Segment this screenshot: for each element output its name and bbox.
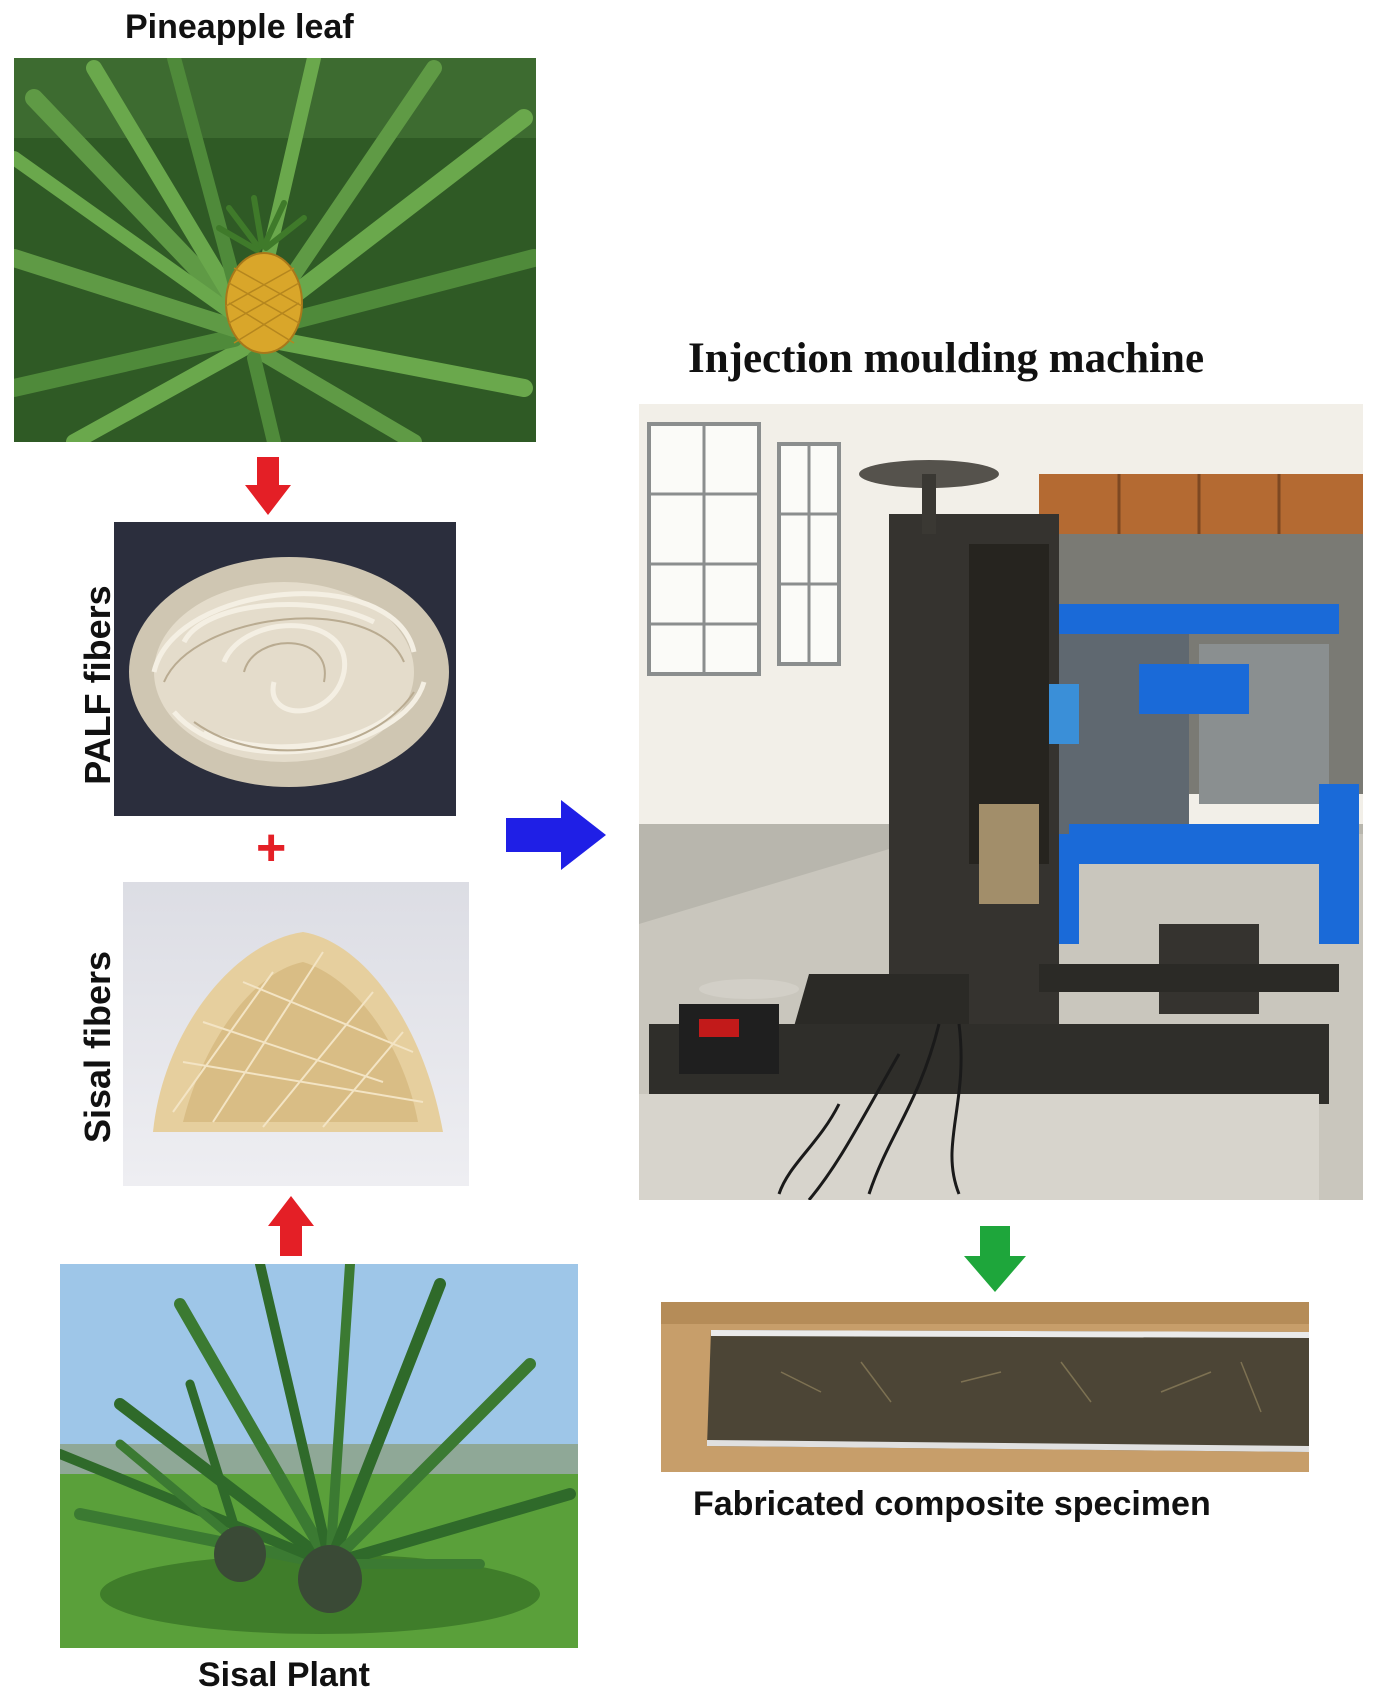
composite-specimen-label: Fabricated composite specimen xyxy=(693,1485,1211,1523)
plus-icon: + xyxy=(256,819,287,877)
arrow-down-icon xyxy=(964,1226,1026,1292)
sisal-fibers-label: Sisal fibers xyxy=(77,950,118,1144)
palf-fibers-photo xyxy=(114,522,456,816)
composite-specimen-photo xyxy=(661,1302,1309,1472)
arrow-down-icon xyxy=(245,457,291,515)
pineapple-photo xyxy=(14,58,536,442)
palf-fibers-label: PALF fibers xyxy=(77,585,118,785)
arrow-up-icon xyxy=(268,1196,314,1256)
injection-machine-title: Injection moulding machine xyxy=(688,335,1205,382)
injection-machine-photo xyxy=(639,404,1363,1200)
arrow-right-icon xyxy=(506,800,606,870)
sisal-plant-label: Sisal Plant xyxy=(198,1656,370,1694)
sisal-plant-photo xyxy=(60,1264,578,1648)
pineapple-leaf-label: Pineapple leaf xyxy=(125,8,354,46)
sisal-fibers-photo xyxy=(123,882,469,1186)
